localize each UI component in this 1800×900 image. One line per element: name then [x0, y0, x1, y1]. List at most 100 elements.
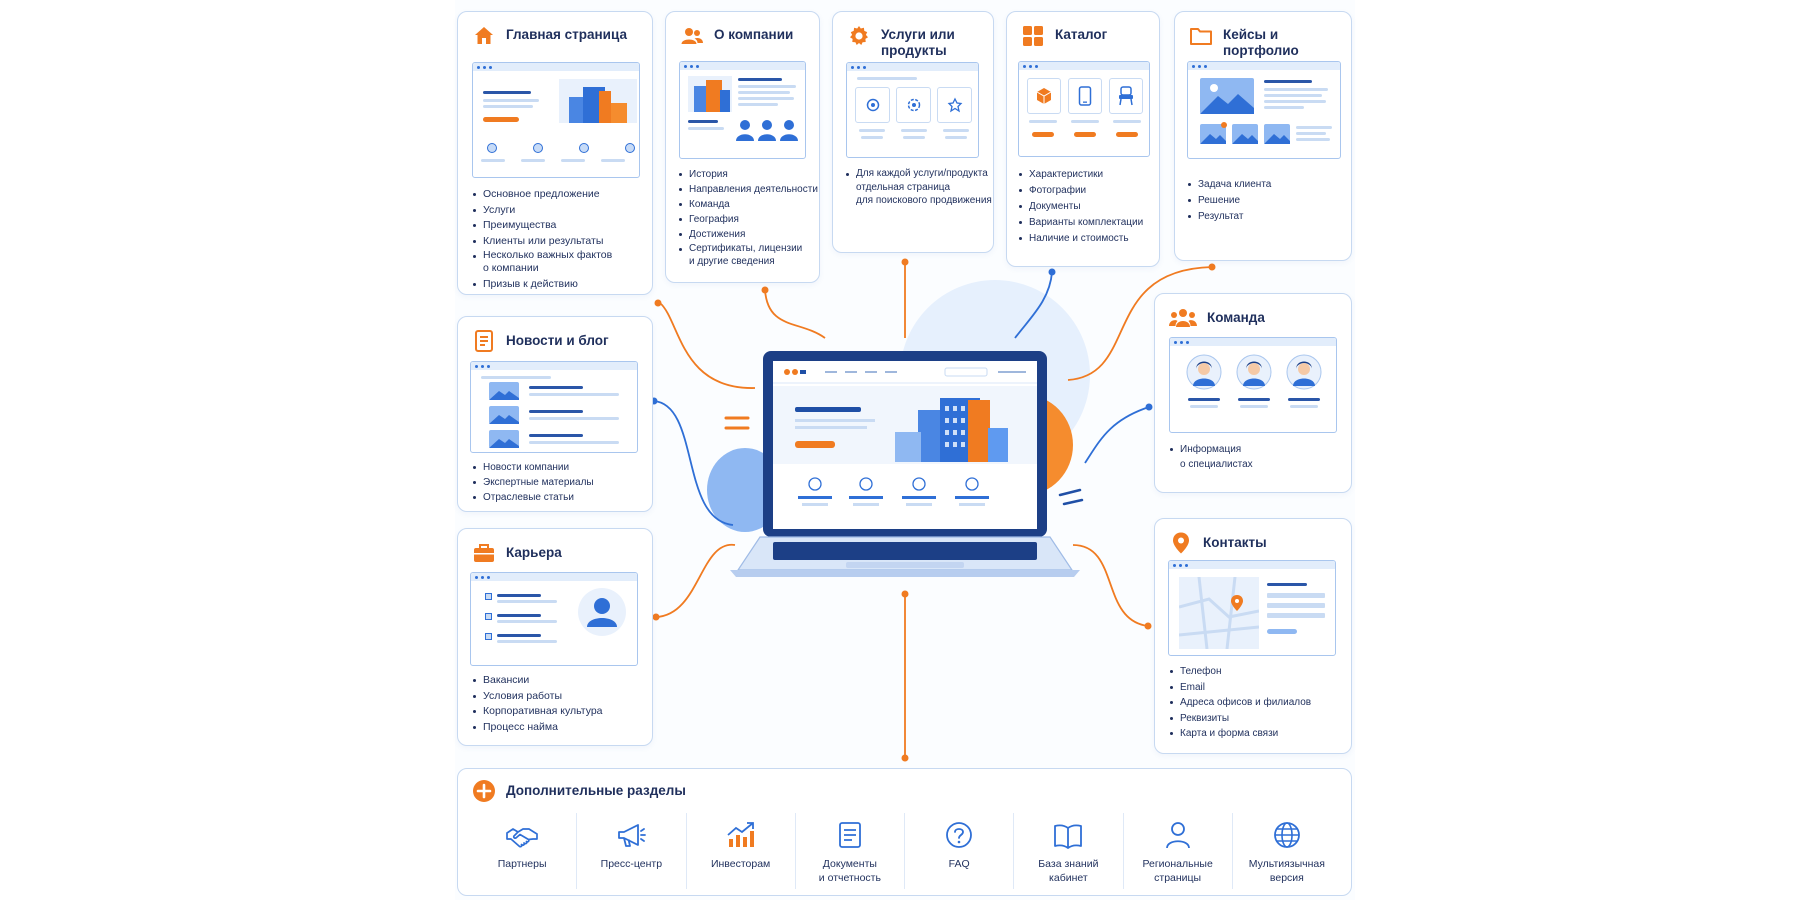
- page-mockup: [846, 62, 979, 158]
- user-icon: [1165, 817, 1191, 849]
- list-item: Сертификаты, лицензии: [678, 242, 818, 255]
- connector-contacts: [1072, 544, 1149, 627]
- card-team: Команда Информация о специалистах: [1154, 293, 1352, 493]
- handshake-icon: [505, 817, 539, 849]
- list-item: Основное предложение: [472, 187, 647, 203]
- list-item: Несколько важных фактов: [472, 249, 647, 262]
- list-item: Команда: [678, 197, 818, 212]
- list-item: Телефон: [1169, 664, 1351, 680]
- extra-item-label: Документы и отчетность: [818, 858, 881, 884]
- list-item: Реквизиты: [1169, 711, 1351, 727]
- list-item: География: [678, 212, 818, 227]
- list-item: Задача клиента: [1187, 177, 1347, 193]
- card-services: Услуги или продукты: [832, 11, 994, 253]
- extra-item-label: База знаний кабинет: [1038, 858, 1099, 884]
- connector-team: [1084, 406, 1150, 464]
- list-item: Вакансии: [472, 673, 647, 689]
- extra-item-knowledge-base[interactable]: База знаний кабинет: [1014, 813, 1124, 889]
- list-item: Услуги: [472, 203, 647, 219]
- grid-icon: [1021, 24, 1045, 48]
- card-title: О компании: [714, 27, 794, 42]
- connector-dots: [650, 258, 1216, 762]
- list-item: Условия работы: [472, 689, 647, 705]
- card-items: Основное предложение Услуги Преимущества…: [472, 187, 647, 293]
- card-title: Главная страница: [506, 27, 627, 42]
- list-item: Призыв к действию: [472, 277, 647, 293]
- connector-home: [659, 302, 756, 389]
- avatar: [578, 588, 626, 636]
- document-icon: [838, 817, 862, 849]
- list-item: Экспертные материалы: [472, 475, 647, 490]
- extra-sections-panel: Дополнительные разделы Партнеры Пресс-це…: [457, 768, 1352, 896]
- card-title: Контакты: [1203, 535, 1267, 550]
- connector-cases: [1067, 266, 1213, 381]
- accent-dashes-right: [1058, 488, 1084, 506]
- list-item: Новости компании: [472, 460, 647, 475]
- page-mockup: [470, 361, 638, 453]
- accent-dashes-left: [724, 416, 750, 430]
- laptop-illustration: [730, 351, 1080, 577]
- list-item: Корпоративная культура: [472, 704, 647, 720]
- extra-item-label: Инвесторам: [710, 858, 771, 870]
- list-item: о компании: [483, 262, 539, 274]
- card-title: Услуги или продукты: [881, 27, 955, 58]
- extra-sections-list: Партнеры Пресс-центр Инвесторам Документ…: [468, 813, 1341, 889]
- list-item: Направления деятельности: [678, 182, 818, 197]
- card-cases: Кейсы и портфолио Задача клиента: [1174, 11, 1352, 261]
- extra-item-partners[interactable]: Партнеры: [468, 813, 578, 889]
- extra-sections-title: Дополнительные разделы: [506, 783, 686, 798]
- extra-item-label: Мультиязычная версия: [1248, 858, 1325, 884]
- extra-item-documents[interactable]: Документы и отчетность: [796, 813, 905, 889]
- card-title: Карьера: [506, 545, 562, 560]
- home-icon: [472, 24, 496, 48]
- list-item: для поискового продвижения: [856, 195, 992, 206]
- page-mockup: [470, 572, 638, 666]
- card-items: Характеристики Фотографии Документы Вари…: [1018, 167, 1163, 247]
- extra-item-press[interactable]: Пресс-центр: [577, 813, 687, 889]
- page-mockup: [1169, 337, 1337, 433]
- connector-career: [655, 544, 736, 618]
- list-item: Решение: [1187, 193, 1347, 209]
- card-title: Каталог: [1055, 27, 1108, 42]
- list-item: Преимущества: [472, 218, 647, 234]
- card-home: Главная страница: [457, 11, 653, 295]
- plus-icon: [472, 779, 496, 803]
- card-items: Информация о специалистах: [1169, 442, 1344, 472]
- extra-item-faq[interactable]: FAQ: [905, 813, 1015, 889]
- location-pin-icon: [1169, 531, 1193, 555]
- list-item: Характеристики: [1018, 167, 1163, 183]
- question-icon: [945, 817, 973, 849]
- list-item: Клиенты или результаты: [472, 234, 647, 250]
- list-item: Документы: [1018, 199, 1163, 215]
- page-mockup: [1018, 61, 1150, 157]
- connector-catalog: [1014, 271, 1053, 339]
- folder-icon: [1189, 24, 1213, 48]
- list-item: Отраслевые статьи: [472, 490, 647, 505]
- gear-icon: [847, 24, 871, 48]
- list-item: Для каждой услуги/продукта: [845, 167, 995, 181]
- list-item: Карта и форма связи: [1169, 726, 1351, 742]
- list-item: Адреса офисов и филиалов: [1169, 695, 1351, 711]
- book-icon: [1053, 817, 1083, 849]
- card-items: История Направления деятельности Команда…: [678, 167, 818, 268]
- card-items: Новости компании Экспертные материалы От…: [472, 460, 647, 505]
- briefcase-icon: [472, 541, 496, 565]
- extra-item-label: FAQ: [948, 858, 970, 870]
- team-icon: [1169, 306, 1197, 330]
- document-icon: [472, 329, 496, 353]
- extra-item-label: Региональные страницы: [1142, 858, 1213, 884]
- megaphone-icon: [616, 817, 647, 849]
- list-item: Email: [1169, 680, 1351, 696]
- page-mockup: [679, 61, 806, 159]
- list-item: Достижения: [678, 227, 818, 242]
- list-item: отдельная страница: [856, 181, 951, 193]
- page-mockup: [1187, 61, 1341, 159]
- extra-item-investors[interactable]: Инвесторам: [687, 813, 796, 889]
- extra-item-multilang[interactable]: Мультиязычная версия: [1233, 813, 1341, 889]
- card-title: Новости и блог: [506, 333, 609, 348]
- extra-item-regional[interactable]: Региональные страницы: [1124, 813, 1233, 889]
- card-title: Кейсы и портфолио: [1223, 27, 1299, 58]
- page-mockup: [1168, 560, 1336, 656]
